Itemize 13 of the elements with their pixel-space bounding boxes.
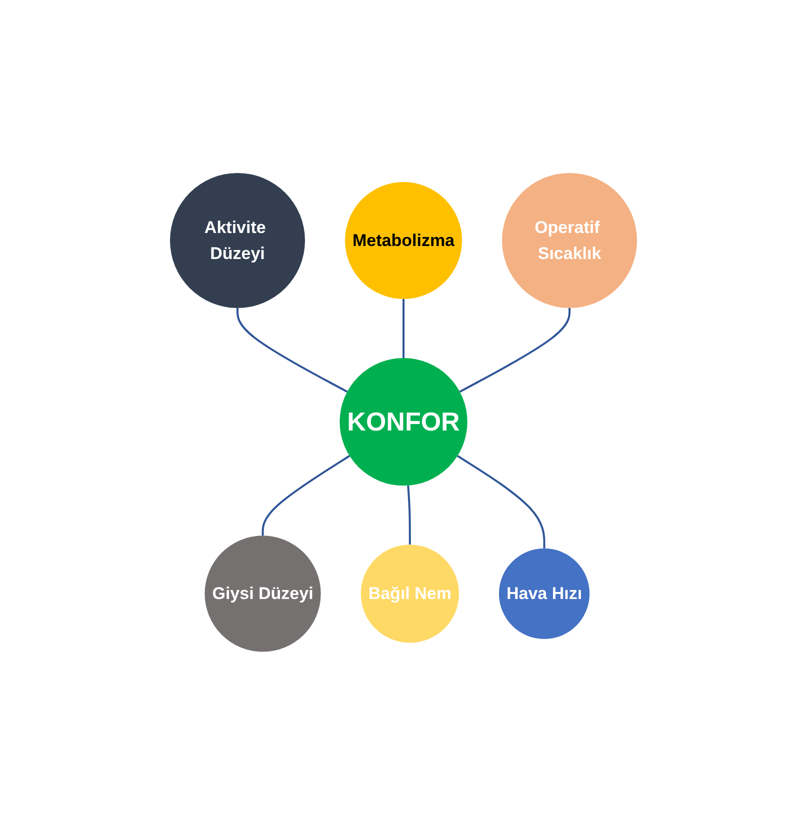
node-circle: Metabolizma bbox=[345, 182, 463, 300]
connector bbox=[236, 308, 348, 393]
connector bbox=[408, 486, 412, 545]
node-circle: Hava Hızı bbox=[499, 548, 590, 640]
connector bbox=[457, 455, 546, 549]
connector bbox=[460, 308, 572, 393]
node-circle: Giysi Düzeyi bbox=[205, 536, 322, 652]
node-circle: KONFOR bbox=[340, 358, 468, 486]
connector bbox=[262, 455, 351, 536]
connector bbox=[403, 299, 405, 358]
node-circle: Operatif Sıcaklık bbox=[502, 173, 638, 308]
node-circle: Bağıl Nem bbox=[361, 544, 460, 643]
node-circle: Aktivite Düzeyi bbox=[170, 173, 306, 308]
